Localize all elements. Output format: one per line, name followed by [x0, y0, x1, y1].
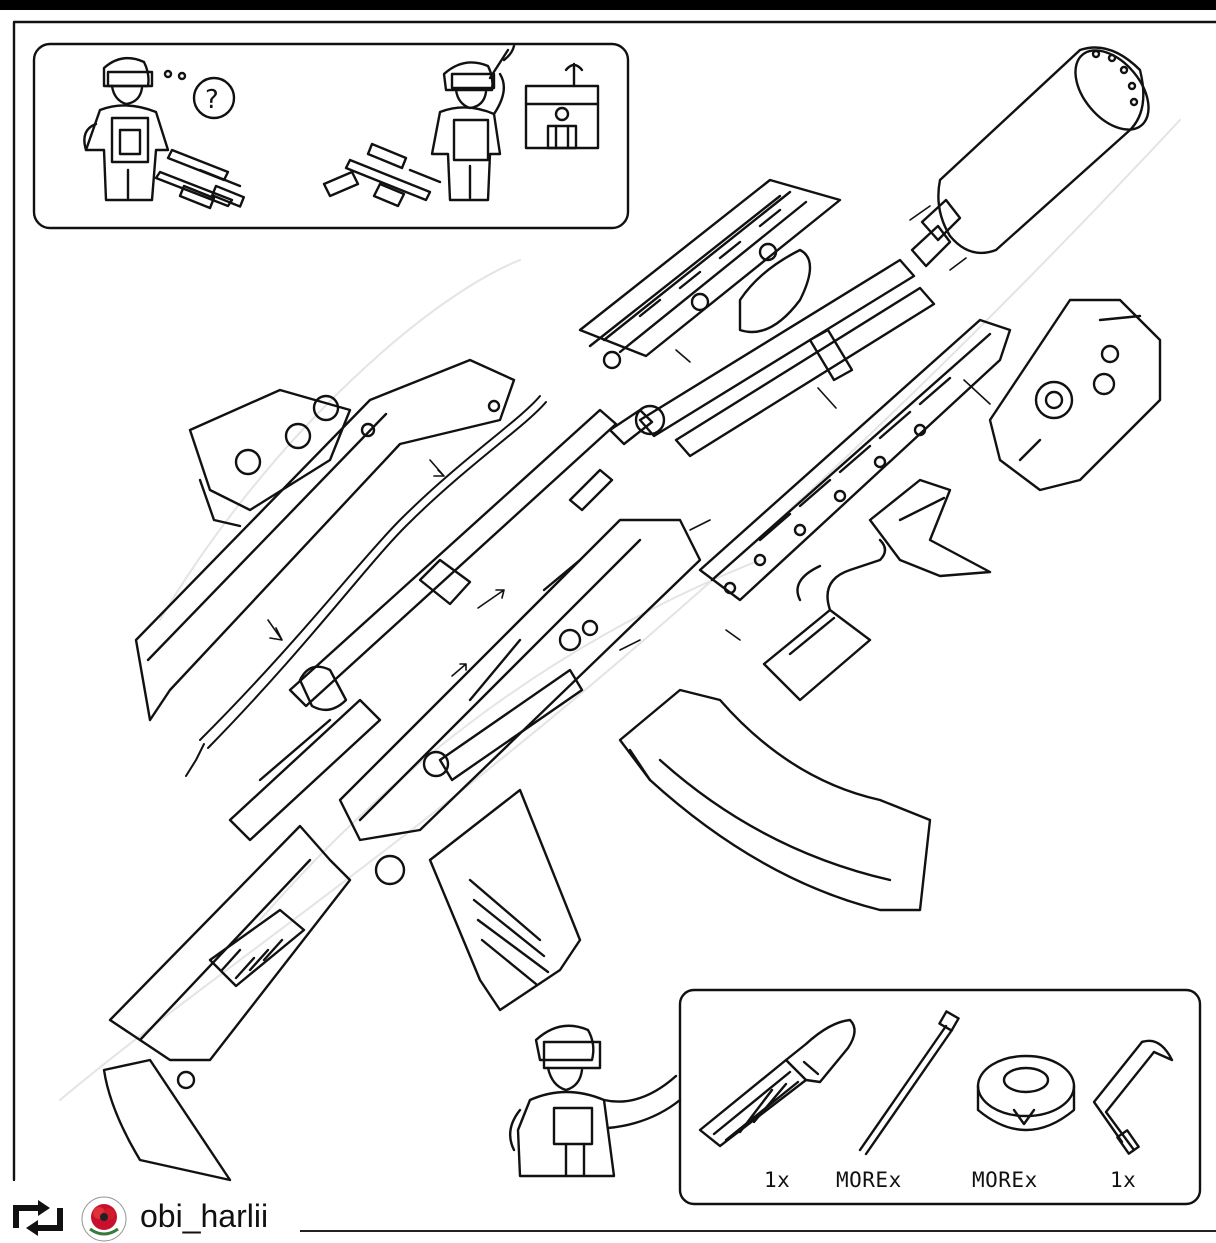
barrel-part — [638, 258, 936, 458]
background-watermark — [59, 119, 1181, 1101]
small-parts — [542, 404, 666, 592]
instruction-panel-confused: ? — [32, 42, 630, 230]
frame-border — [12, 20, 1216, 1182]
loose-parts-right — [322, 142, 442, 208]
tape-roll-icon — [976, 1054, 1076, 1132]
file-tool-icon — [698, 1018, 856, 1148]
pistol-grip-part — [428, 788, 582, 1012]
loose-parts-left — [154, 148, 246, 210]
magazine-part — [618, 688, 932, 912]
receiver-part — [338, 518, 702, 842]
upper-handguard-part — [578, 178, 842, 370]
recoil-spring-part — [185, 395, 547, 777]
assembly-arrows — [267, 205, 991, 677]
file-quantity-label: 1x — [764, 1168, 791, 1192]
hex-wrench-icon — [1092, 1039, 1174, 1155]
tools-panel — [508, 988, 1202, 1206]
pressure-switch-part — [762, 538, 887, 702]
caption-divider — [300, 1230, 1216, 1232]
lower-handguard-part — [698, 318, 1012, 602]
dust-cover-part — [134, 358, 516, 722]
top-border-bar — [0, 0, 1216, 10]
stock-part — [102, 824, 352, 1182]
username-link[interactable]: obi_harlii — [140, 1198, 269, 1234]
zip-tie-icon — [858, 1010, 960, 1156]
rifle-exploded-view — [102, 46, 1162, 1182]
laser-module-part — [988, 298, 1162, 492]
radio-station-icon — [524, 62, 600, 150]
radio-soldier-figure — [430, 44, 516, 202]
poppy-badge-icon[interactable] — [80, 1195, 128, 1243]
repost-icon[interactable] — [6, 1198, 70, 1238]
sling-swivel-part — [374, 854, 406, 886]
pointing-soldier-figure — [508, 1024, 682, 1178]
confused-soldier-figure — [83, 56, 170, 202]
holographic-sight-part — [188, 388, 352, 528]
question-bubble-icon — [192, 76, 236, 120]
tape-quantity-label: MOREx — [972, 1168, 1038, 1192]
zip-ties-quantity-label: MOREx — [836, 1168, 902, 1192]
wrench-quantity-label: 1x — [1110, 1168, 1137, 1192]
question-mark: ? — [205, 85, 219, 115]
bolt-carrier-part — [228, 408, 618, 842]
foregrip-part — [868, 478, 992, 578]
suppressor-part — [910, 46, 1150, 268]
